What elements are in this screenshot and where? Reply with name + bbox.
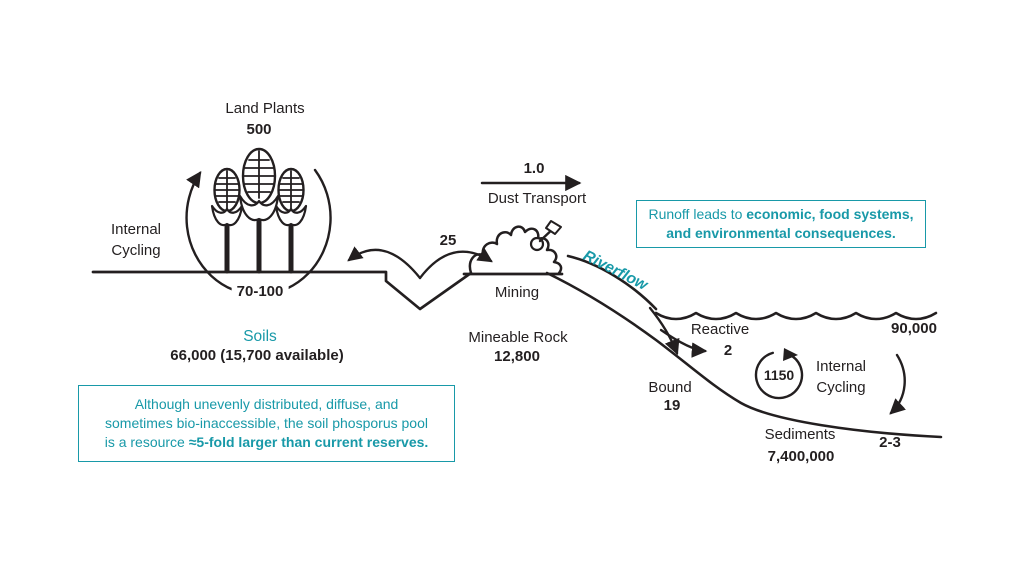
land-plants-stock: 500 [246, 121, 272, 138]
ocean-cycling-flux: 1150 [763, 367, 795, 383]
mining-flux: 25 [439, 232, 457, 249]
bound-flux: 19 [663, 397, 681, 414]
soil-pool-callout-line1: Although unevenly distributed, diffuse, … [134, 395, 399, 412]
runoff-callout: Runoff leads to economic, food systems, … [636, 200, 926, 248]
reactive-label: Reactive [690, 321, 750, 338]
mineable-rock-stock: 12,800 [494, 348, 540, 365]
internal-cycling-ocean-line1: Internal [815, 358, 867, 375]
internal-cycling-land-line1: Internal [110, 221, 162, 238]
corn-plants-icon [210, 147, 308, 274]
mining-label: Mining [494, 284, 540, 301]
plant-soil-exchange-flux: 70-100 [231, 283, 289, 301]
reactive-arrow [659, 328, 708, 358]
waves-line [654, 311, 938, 321]
dust-transport-flux: 1.0 [523, 160, 545, 177]
burial-arrow [889, 353, 907, 415]
ocean-cycle-arrowhead-icon [783, 348, 798, 361]
soils-stock: 66,000 (15,700 available) [170, 347, 344, 364]
continental-slope [545, 271, 943, 439]
internal-cycling-ocean-label: Internal Cycling [816, 356, 866, 398]
reactive-flux: 2 [723, 342, 733, 359]
land-plants-label: Land Plants [225, 100, 305, 117]
runoff-callout-line1: Runoff leads to economic, food systems, [637, 205, 925, 224]
soil-pool-callout-normal-text: is a resource [104, 434, 189, 451]
mineable-rock-label: Mineable Rock [468, 329, 568, 346]
soils-label: Soils [243, 328, 277, 345]
soil-pool-callout-bold: ≈5-fold larger than current reserves. [188, 434, 429, 451]
sediments-label: Sediments [764, 426, 836, 443]
runoff-callout-line2: and environmental consequences. [666, 225, 896, 241]
ground-line [91, 270, 473, 311]
soil-pool-callout-line2: sometimes bio-inaccessible, the soil pho… [105, 414, 428, 431]
shovel-icon [529, 220, 562, 252]
mining-mound-icon [468, 225, 563, 275]
runoff-callout-normal-text: Runoff leads to [648, 205, 747, 222]
internal-cycling-land-label: Internal Cycling [111, 219, 161, 261]
burial-flux: 2-3 [879, 434, 901, 451]
riverflow-arrow [648, 306, 680, 356]
runoff-callout-bold1: economic, food systems, [746, 205, 914, 222]
bound-label: Bound [648, 379, 692, 396]
internal-cycling-ocean-line2: Cycling [816, 379, 866, 396]
soil-pool-callout-line3: is a resource ≈5-fold larger than curren… [79, 433, 454, 452]
erosion-arrow-left [347, 246, 422, 280]
soil-pool-callout: Although unevenly distributed, diffuse, … [78, 385, 455, 462]
erosion-arrow-right [418, 247, 493, 280]
sediments-stock: 7,400,000 [767, 448, 835, 465]
ocean-stock: 90,000 [891, 320, 937, 337]
river-upper-bank [566, 254, 658, 311]
dust-transport-label: Dust Transport [487, 190, 587, 207]
internal-cycling-land-line2: Cycling [111, 242, 161, 259]
